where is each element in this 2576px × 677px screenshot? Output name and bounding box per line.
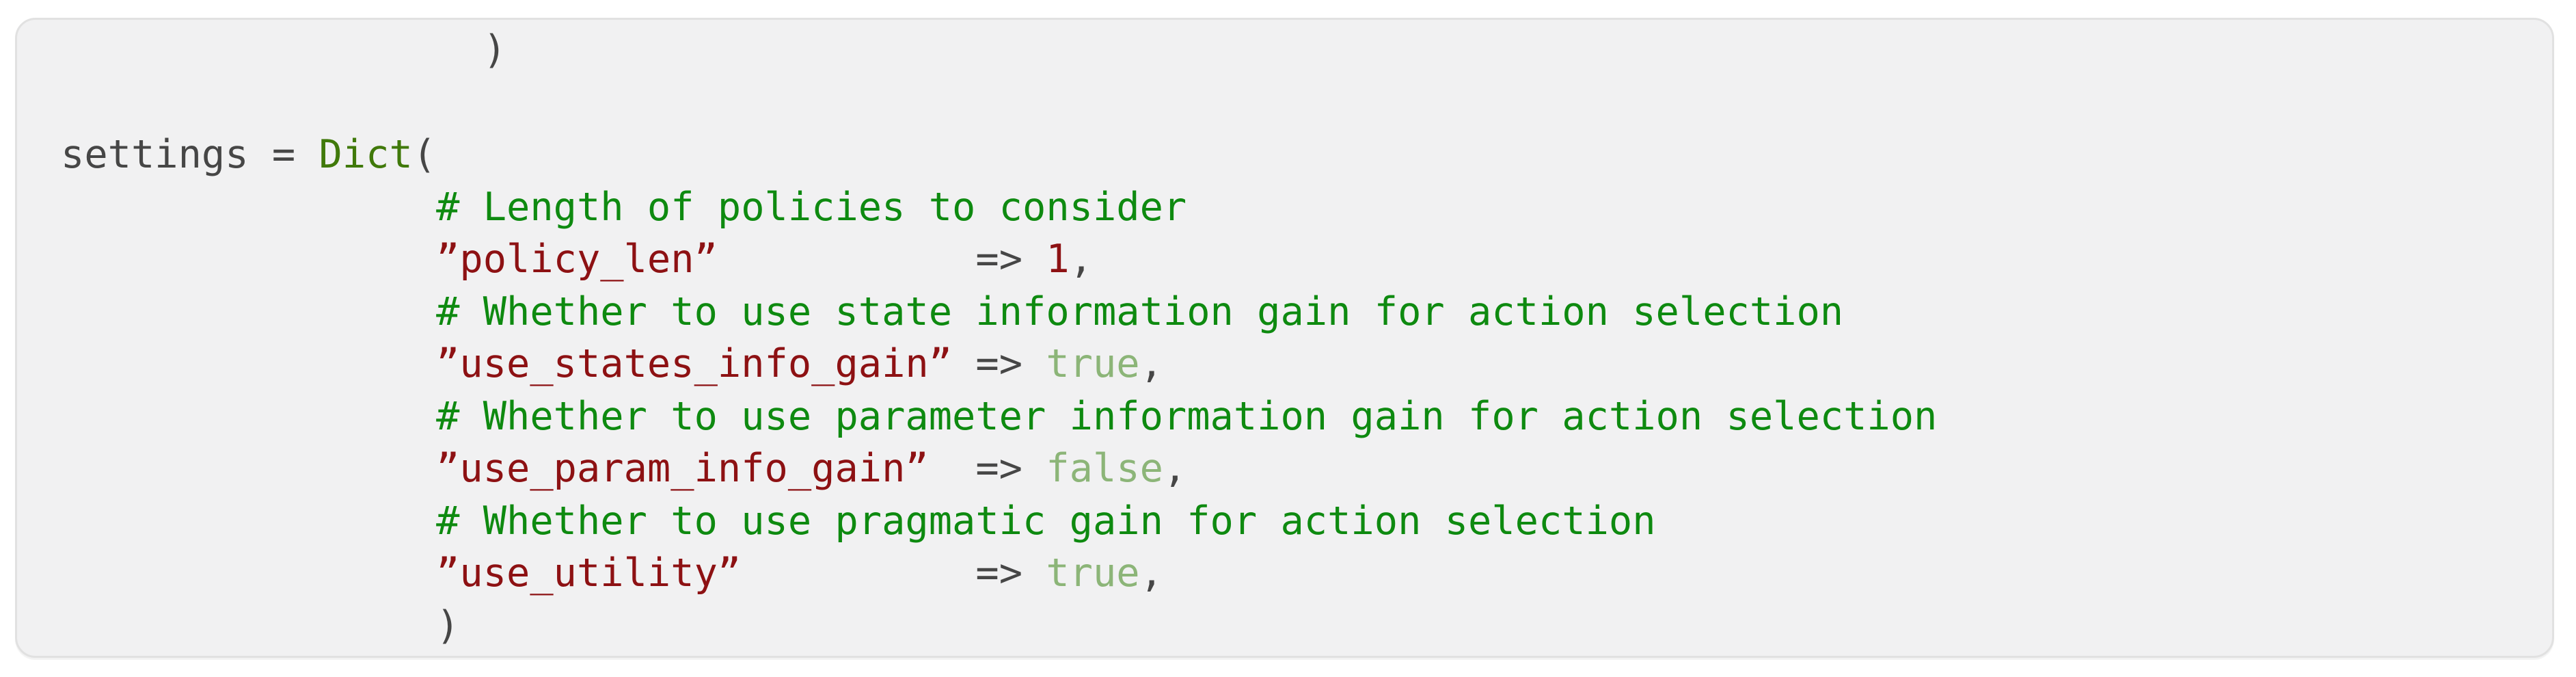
- code-token-boolean: true: [1046, 550, 1140, 596]
- code-token-default: ): [61, 27, 507, 72]
- code-token-default: [61, 446, 436, 491]
- code-token-default: =>: [741, 550, 1046, 596]
- code-token-type: Dict: [318, 132, 413, 177]
- code-token-number: 1: [1046, 237, 1070, 282]
- code-token-comment: # Whether to use parameter information g…: [436, 393, 1938, 439]
- code-line: # Whether to use pragmatic gain for acti…: [61, 495, 2538, 548]
- code-token-default: =>: [717, 237, 1046, 282]
- code-line: ”policy_len” => 1,: [61, 233, 2538, 286]
- code-token-default: settings =: [61, 132, 319, 177]
- code-token-default: [61, 237, 436, 282]
- code-token-string: ”use_states_info_gain”: [436, 341, 953, 386]
- code-token-default: [61, 499, 436, 544]
- code-token-default: [61, 289, 436, 334]
- code-token-string: ”use_utility”: [436, 550, 742, 596]
- code-token-default: =>: [952, 341, 1046, 386]
- code-token-comment: # Whether to use pragmatic gain for acti…: [436, 498, 1656, 544]
- code-token-default: ,: [1069, 237, 1093, 282]
- code-token-boolean: true: [1046, 341, 1140, 386]
- code-token-boolean: false: [1046, 446, 1163, 491]
- code-token-default: (: [412, 132, 437, 177]
- code-line: ”use_utility” => true,: [61, 547, 2538, 600]
- code-token-default: [61, 394, 436, 439]
- code-listing: ) settings = Dict( # Length of policies …: [17, 20, 2552, 652]
- code-line: # Length of policies to consider: [61, 181, 2538, 234]
- code-line: # Whether to use parameter information g…: [61, 390, 2538, 443]
- code-line: ): [61, 24, 2538, 77]
- code-line: # Whether to use state information gain …: [61, 286, 2538, 338]
- code-token-default: [61, 341, 436, 386]
- code-token-default: ,: [1139, 341, 1163, 386]
- code-token-default: ,: [1139, 550, 1163, 596]
- code-token-string: ”policy_len”: [436, 237, 718, 282]
- code-token-default: =>: [928, 446, 1046, 491]
- code-token-comment: # Length of policies to consider: [436, 184, 1187, 230]
- code-line: settings = Dict(: [61, 129, 2538, 181]
- code-token-string: ”use_param_info_gain”: [436, 446, 929, 491]
- code-token-comment: # Whether to use state information gain …: [436, 289, 1844, 334]
- code-line: ”use_param_info_gain” => false,: [61, 442, 2538, 495]
- code-block: ) settings = Dict( # Length of policies …: [15, 18, 2554, 658]
- code-token-default: ): [61, 602, 460, 648]
- code-line: ”use_states_info_gain” => true,: [61, 338, 2538, 390]
- code-token-default: ,: [1163, 446, 1187, 491]
- code-line: ): [61, 600, 2538, 652]
- code-line: [61, 77, 2538, 129]
- code-token-default: [61, 550, 436, 596]
- code-token-default: [61, 185, 436, 230]
